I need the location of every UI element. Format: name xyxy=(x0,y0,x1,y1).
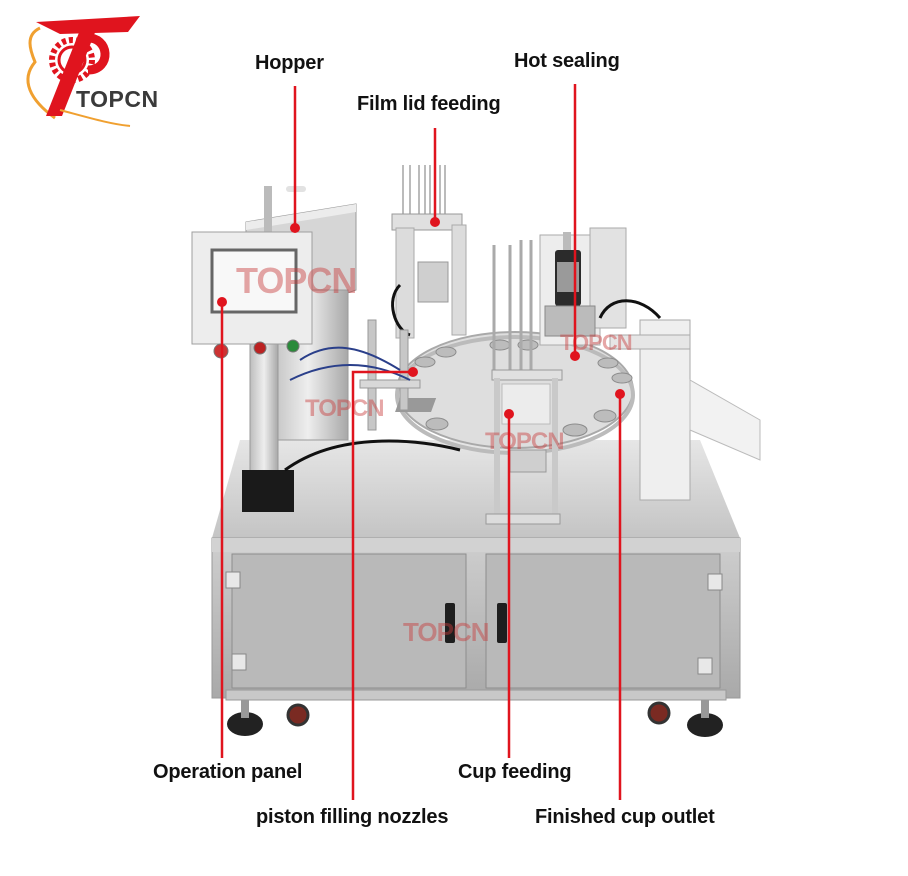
hopper-pointer-dot xyxy=(290,223,300,233)
label-cup-feeding: Cup feeding xyxy=(458,761,572,783)
start-button xyxy=(286,339,300,353)
film-lid-magazine-rods xyxy=(402,165,446,216)
left-door-handle xyxy=(445,603,455,643)
cup-holes xyxy=(398,339,633,437)
right-door-handle xyxy=(497,603,507,643)
label-hot-sealing: Hot sealing xyxy=(514,50,620,72)
outlet-chute xyxy=(689,379,761,461)
leveling-foot xyxy=(687,713,723,737)
piston-filling-nozzles-pointer-line xyxy=(351,370,413,800)
topcn-logo-mark-icon xyxy=(26,16,140,127)
caster-wheel xyxy=(647,701,671,725)
table-top xyxy=(212,440,740,538)
operation-panel-pointer-dot xyxy=(217,297,227,307)
cup-feeding-pointer-dot xyxy=(504,409,514,419)
film-lid-feeding-pointer-dot xyxy=(430,217,440,227)
outlet-frame xyxy=(639,319,691,501)
label-piston-filling-nozzles: piston filling nozzles xyxy=(256,806,449,828)
hot-sealing-pointer-dot xyxy=(570,351,580,361)
label-hopper: Hopper xyxy=(255,52,324,74)
watermark: TOPCN xyxy=(560,330,633,355)
caster-wheel xyxy=(286,703,310,727)
piston-filling-nozzles-pointer-dot xyxy=(408,367,418,377)
right-door xyxy=(485,553,721,689)
label-operation-panel: Operation panel xyxy=(153,761,303,783)
watermark: TOPCN xyxy=(403,617,490,647)
brand-name: TOPCN xyxy=(76,86,159,112)
topcn-logo: TOPCN xyxy=(0,0,170,130)
label-film-lid-feeding: Film lid feeding xyxy=(357,93,501,115)
leveling-foot xyxy=(227,712,263,736)
stop-button xyxy=(253,341,267,355)
watermark: TOPCN xyxy=(305,395,385,422)
film-lid-holder xyxy=(391,213,463,231)
column-base xyxy=(242,470,294,512)
finished-cup-outlet-pointer-dot xyxy=(615,389,625,399)
cup-magazine-rods xyxy=(492,240,533,375)
label-finished-cup-outlet: Finished cup outlet xyxy=(535,806,715,828)
watermark: TOPCN xyxy=(485,428,565,455)
left-door xyxy=(231,553,467,689)
watermark: TOPCN xyxy=(236,260,357,301)
